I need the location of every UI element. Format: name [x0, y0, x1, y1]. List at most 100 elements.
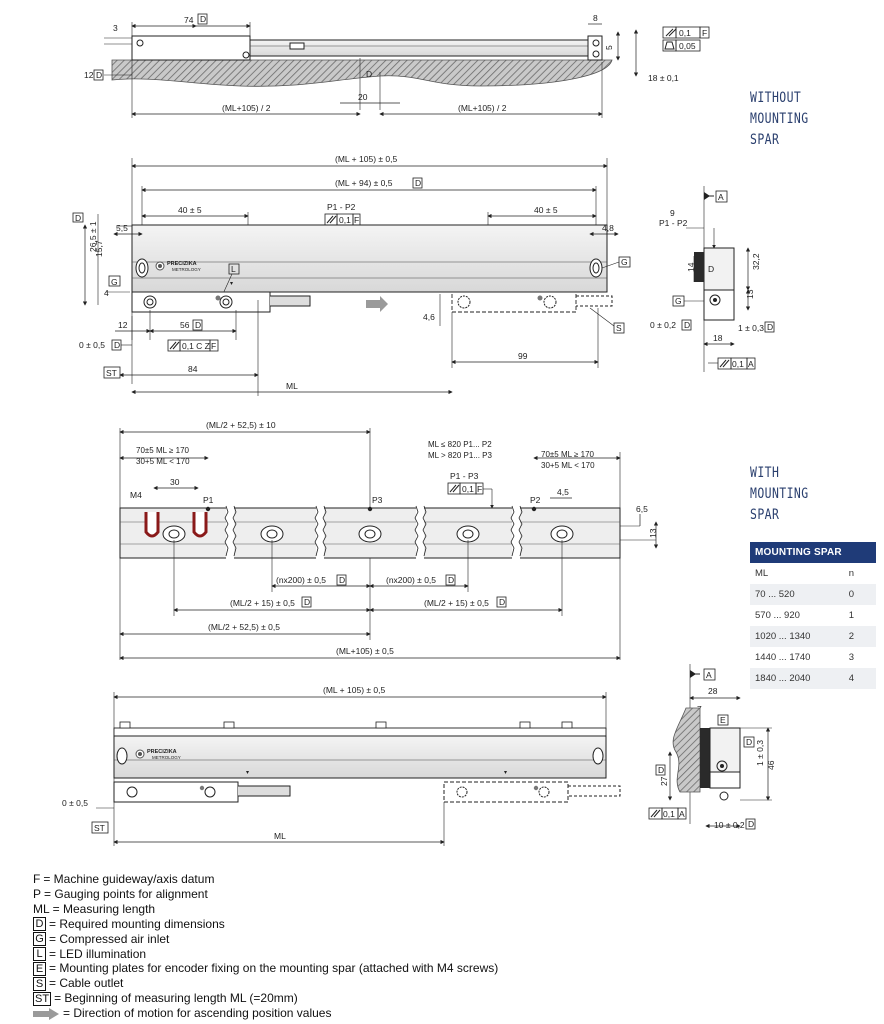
dim-5: 5	[604, 45, 614, 50]
machine-base-hatch	[111, 59, 613, 87]
svg-text:L: L	[231, 264, 236, 274]
svg-text:ML ≤ 820 P1... P2: ML ≤ 820 P1... P2	[428, 440, 492, 449]
svg-text:27: 27	[659, 776, 669, 786]
svg-text:D: D	[748, 819, 754, 829]
svg-text:12: 12	[118, 320, 128, 330]
svg-text:32,2: 32,2	[751, 253, 761, 270]
cell-ml: 570 ... 920	[755, 610, 800, 621]
svg-text:F: F	[211, 341, 216, 351]
svg-text:5,5: 5,5	[116, 223, 128, 233]
svg-text:70±5 ML ≥ 170: 70±5 ML ≥ 170	[541, 450, 595, 459]
legend-item: ST= Beginning of measuring length ML (=2…	[33, 991, 298, 1006]
svg-text:30: 30	[170, 477, 180, 487]
side-profile-2	[709, 727, 741, 773]
dim-inner: (ML + 94) ± 0,5	[335, 178, 393, 188]
svg-text:E: E	[720, 715, 726, 725]
svg-text:S: S	[616, 323, 622, 333]
svg-text:D: D	[658, 765, 664, 775]
svg-text:D: D	[339, 575, 345, 585]
svg-text:G: G	[621, 257, 628, 267]
svg-text:▾: ▾	[230, 281, 233, 287]
legend-item: E= Mounting plates for encoder fixing on…	[33, 961, 498, 976]
readhead-right	[451, 291, 577, 313]
svg-text:0,1: 0,1	[663, 809, 675, 819]
svg-text:P2: P2	[530, 495, 541, 505]
view-side-without-spar: A 9 P1 - P2 D 14 32,2 13 G 0 ± 0,2 D 1 ±…	[650, 186, 775, 372]
svg-text:F: F	[477, 484, 482, 494]
svg-text:ML: ML	[274, 831, 286, 841]
svg-text:0 ± 0,5: 0 ± 0,5	[79, 340, 105, 350]
svg-text:D: D	[96, 70, 102, 80]
cell-ml: 70 ... 520	[750, 584, 835, 605]
svg-text:D: D	[448, 575, 454, 585]
svg-text:D: D	[75, 213, 81, 223]
svg-text:D: D	[366, 69, 372, 79]
svg-text:G: G	[111, 277, 118, 287]
svg-text:A: A	[718, 192, 724, 202]
svg-text:18: 18	[713, 333, 723, 343]
view-front-without-spar: (ML + 105) ± 0,5 (ML + 94) ± 0,5 D 4 0 ± …	[72, 154, 631, 396]
svg-text:6,5: 6,5	[636, 504, 648, 514]
legend-item: L= LED illumination	[33, 947, 498, 962]
dim-total: (ML + 105) ± 0,5	[335, 154, 397, 164]
scale-body-2	[113, 735, 607, 779]
svg-text:0,1: 0,1	[679, 28, 691, 38]
svg-text:D: D	[415, 178, 421, 188]
brand-name: PRECIZIKA	[167, 261, 197, 267]
svg-text:PRECIZIKA: PRECIZIKA	[147, 749, 177, 755]
svg-text:0,1 C Z: 0,1 C Z	[182, 341, 210, 351]
svg-text:ML: ML	[286, 381, 298, 391]
machine-hatch-2	[672, 707, 701, 793]
readhead-block	[131, 35, 251, 61]
svg-text:P1 - P2: P1 - P2	[659, 218, 688, 228]
svg-text:99: 99	[518, 351, 528, 361]
svg-text:4,8: 4,8	[602, 223, 614, 233]
dim-20: 20	[358, 92, 368, 102]
legend-item: P= Gauging points for alignment	[33, 886, 208, 901]
svg-text:4,5: 4,5	[557, 487, 569, 497]
svg-text:10 ± 0,2: 10 ± 0,2	[714, 820, 745, 830]
svg-text:P1 - P3: P1 - P3	[450, 471, 479, 481]
svg-text:G: G	[675, 296, 682, 306]
cell-n: 2	[834, 626, 876, 647]
svg-text:14: 14	[686, 262, 696, 272]
svg-text:F: F	[702, 28, 707, 38]
title-with-spar: WITH MOUNTING SPAR	[750, 465, 809, 523]
view-top-section: 74 D 3 12 D 8 5 18 ± 0,1 0,1 F 0,05 D 20…	[84, 13, 710, 118]
cell-n: 0	[834, 584, 876, 605]
svg-text:15,7: 15,7	[94, 240, 104, 257]
svg-text:A: A	[679, 809, 685, 819]
svg-text:26,5 ± 1: 26,5 ± 1	[88, 221, 98, 252]
svg-text:D: D	[304, 597, 310, 607]
dim-3: 3	[113, 23, 118, 33]
col-header-ml: ML	[755, 568, 769, 579]
svg-text:70±5 ML ≥ 170: 70±5 ML ≥ 170	[136, 446, 190, 455]
cell-n: 1	[848, 610, 854, 621]
svg-text:ML > 820 P1... P3: ML > 820 P1... P3	[428, 451, 493, 460]
legend-item: G= Compressed air inlet	[33, 932, 498, 947]
svg-text:P1 - P2: P1 - P2	[327, 202, 356, 212]
svg-text:13: 13	[648, 528, 658, 538]
svg-text:13: 13	[745, 289, 755, 299]
svg-text:4: 4	[104, 288, 109, 298]
svg-text:D: D	[200, 14, 206, 24]
view-side-with-spar: A 28 7 E 1 ± 0,3 D 46 27 D 0,1 A 10 ± 0,…	[648, 664, 776, 830]
svg-text:F: F	[354, 215, 359, 225]
svg-text:(ML+105) ± 0,5: (ML+105) ± 0,5	[336, 646, 394, 656]
svg-text:METROLOGY: METROLOGY	[152, 755, 181, 760]
svg-text:(ML/2 + 52,5) ± 10: (ML/2 + 52,5) ± 10	[206, 420, 276, 430]
svg-text:84: 84	[188, 364, 198, 374]
svg-text:30+5 ML < 170: 30+5 ML < 170	[136, 457, 190, 466]
svg-text:P3: P3	[372, 495, 383, 505]
brand-sub: METROLOGY	[172, 267, 201, 272]
cell-n: 4	[834, 668, 876, 689]
title-without-spar: WITHOUT MOUNTING SPAR	[750, 90, 809, 148]
scale-body	[131, 224, 608, 293]
legend-item: F= Machine guideway/axis datum	[33, 872, 215, 886]
svg-text:ST: ST	[106, 368, 117, 378]
dim-8: 8	[593, 13, 598, 23]
